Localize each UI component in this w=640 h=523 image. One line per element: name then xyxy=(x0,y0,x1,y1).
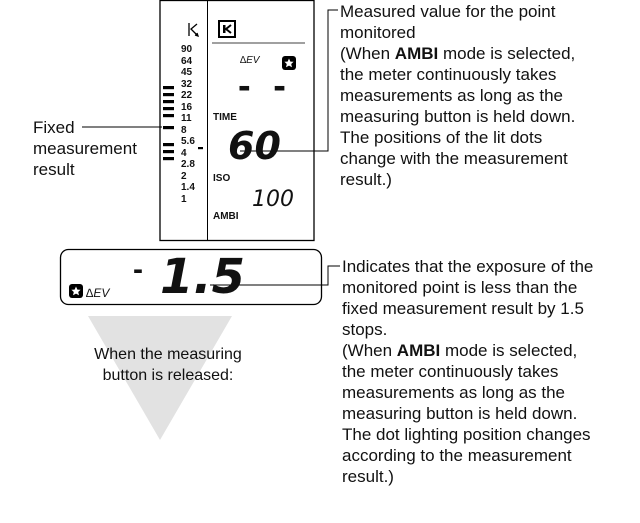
top-note-line: measuring button is held down. xyxy=(340,107,576,126)
meter-panel-outline xyxy=(159,0,315,242)
release-text: When the measuring button is released: xyxy=(93,344,243,386)
top-note-line: The positions of the lit dots xyxy=(340,128,543,147)
bottom-note-line: measuring button is held down. xyxy=(342,404,578,423)
aperture-scale: 90 64 45 32 22 16 11 8 5.6 4 2.8 2 1.4 1 xyxy=(181,44,195,205)
scale-label: 16 xyxy=(181,101,193,113)
top-note-line: monitored xyxy=(340,23,416,42)
bottom-note-line: Indicates that the exposure of the xyxy=(342,257,594,276)
lit-dot xyxy=(198,147,203,150)
ambi-label: AMBI xyxy=(213,211,239,222)
release-text-line: button is released: xyxy=(102,367,234,384)
scale-label: 4 xyxy=(181,147,187,159)
top-note: Measured value for the point monitored (… xyxy=(340,1,638,190)
bottom-note: Indicates that the exposure of the monit… xyxy=(342,256,638,487)
scale-label: 11 xyxy=(181,113,192,124)
spot-icon xyxy=(282,56,296,70)
release-text-line: When the measuring xyxy=(94,346,242,363)
bottom-spot-icon xyxy=(69,284,83,298)
bottom-sign: - xyxy=(133,253,143,286)
scale-label: 64 xyxy=(181,55,193,67)
bottom-note-line: stops. xyxy=(342,320,388,339)
bottom-leader-line xyxy=(210,265,340,286)
ambi-keyword: AMBI xyxy=(394,44,439,63)
time-readout: 60 xyxy=(228,124,281,168)
scale-label: 90 xyxy=(181,44,193,55)
ambi-keyword: AMBI xyxy=(396,341,441,360)
scale-label: 45 xyxy=(181,67,193,78)
scale-label: 8 xyxy=(181,124,187,136)
bottom-ev-readout: 1.5 xyxy=(160,249,246,305)
scale-label: 22 xyxy=(181,90,193,101)
bottom-note-line: monitored point is less than the xyxy=(342,278,578,297)
bottom-note-line: fixed measurement result by 1.5 xyxy=(342,299,584,318)
top-note-line: measurements as long as the xyxy=(340,86,564,105)
fixed-label-line: Fixed xyxy=(33,118,75,137)
top-note-line: Measured value for the point xyxy=(340,2,556,21)
scale-bars xyxy=(163,86,174,161)
bottom-note-line: result.) xyxy=(342,467,394,486)
scale-label: 32 xyxy=(181,78,193,90)
fixed-label-line: result xyxy=(33,160,75,179)
top-note-line: result.) xyxy=(340,170,392,189)
bottom-note-line: The dot lighting position changes xyxy=(342,425,591,444)
scale-label: 5.6 xyxy=(181,136,195,147)
bottom-display-outline xyxy=(59,248,323,306)
top-note-line: the meter continuously takes xyxy=(340,65,557,84)
ev-dash-readout: - - xyxy=(238,65,292,107)
top-note-line: change with the measurement xyxy=(340,149,568,168)
top-note-line: (When AMBI mode is selected, xyxy=(340,44,576,63)
scale-label: 2 xyxy=(181,170,187,182)
iso-label: ISO xyxy=(213,173,231,184)
release-arrow xyxy=(88,316,232,440)
time-label: TIME xyxy=(213,112,237,123)
scale-label: 1 xyxy=(181,193,187,205)
bottom-ev-label: ∆EV xyxy=(86,286,110,300)
bottom-note-line: (When AMBI mode is selected, xyxy=(342,341,578,360)
fixed-measurement-label: Fixed measurement result xyxy=(33,117,137,180)
bottom-note-line: the meter continuously takes xyxy=(342,362,559,381)
bottom-note-line: measurements as long as the xyxy=(342,383,566,402)
scale-label: 1.4 xyxy=(181,182,195,193)
top-leader-line xyxy=(240,9,338,152)
k-arrow-icon xyxy=(188,23,200,38)
scale-label: 2.8 xyxy=(181,159,195,170)
fixed-label-line: measurement xyxy=(33,139,137,158)
ev-label: ∆EV xyxy=(240,55,260,66)
iso-readout: 100 xyxy=(252,187,294,212)
bottom-note-line: according to the measurement xyxy=(342,446,572,465)
k-box-icon xyxy=(218,20,236,38)
